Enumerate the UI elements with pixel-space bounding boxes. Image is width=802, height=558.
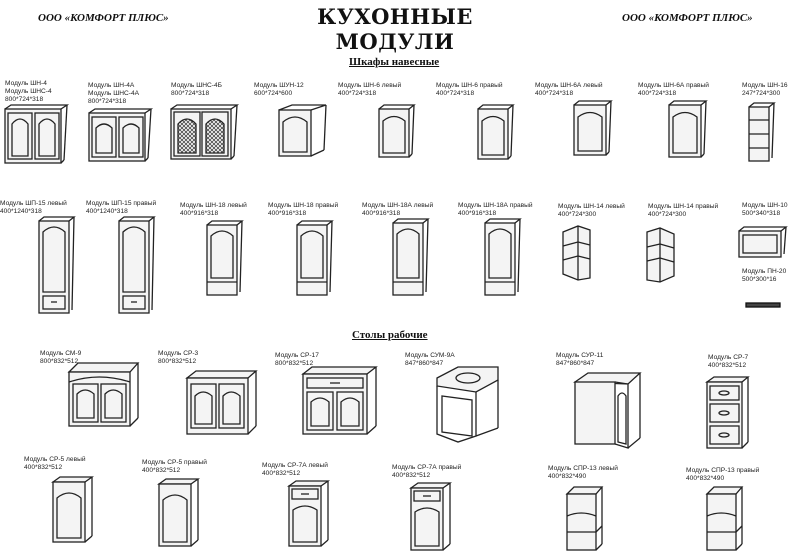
module-label-sur-11: Модуль СУР-11 847*860*847 bbox=[556, 352, 604, 367]
module-image-sm-9 bbox=[67, 362, 140, 427]
section-title-base-cabinets: Столы рабочие bbox=[352, 329, 428, 341]
module-image-shp-15-right bbox=[118, 216, 156, 314]
module-label-pn-20: Модуль ПН-20 500*300*16 bbox=[742, 268, 787, 283]
page-title: КУХОННЫЕ МОДУЛИ bbox=[317, 4, 473, 54]
module-image-sr-17 bbox=[301, 366, 378, 435]
module-label-sum-9a: Модуль СУМ-9А 847*860*847 bbox=[405, 352, 455, 367]
module-image-shn-18a-left bbox=[392, 218, 430, 296]
module-image-shn-6a-left bbox=[573, 100, 613, 156]
module-label-sr-7a-left: Модуль СР-7А левый 400*832*512 bbox=[262, 462, 328, 477]
module-label-shn-18-left: Модуль ШН-18 левый 400*916*318 bbox=[180, 202, 247, 217]
module-label-shn-16: Модуль ШН-16 247*724*300 bbox=[742, 82, 788, 97]
module-image-shn-18-left bbox=[206, 220, 244, 296]
module-label-shn-6a-right: Модуль ШН-6А правый 400*724*318 bbox=[638, 82, 709, 97]
module-label-sr-7a-right: Модуль СР-7А правый 400*832*512 bbox=[392, 464, 462, 479]
module-label-shn-4: Модуль ШН-4 Модуль ШНС-4 800*724*318 bbox=[5, 80, 52, 103]
module-image-sr-7 bbox=[704, 376, 750, 449]
module-label-shn-6a-left: Модуль ШН-6А левый 400*724*318 bbox=[535, 82, 603, 97]
module-image-shn-14-right bbox=[646, 227, 675, 283]
module-label-sr-5-left: Модуль СР-5 левый 400*832*512 bbox=[24, 456, 86, 471]
module-image-shn-10 bbox=[738, 226, 788, 258]
module-image-spr-13-right bbox=[705, 486, 744, 551]
section-title-wall-cabinets: Шкафы навесные bbox=[349, 56, 440, 68]
module-image-shn-14-left bbox=[562, 225, 591, 281]
module-image-spr-13-left bbox=[565, 486, 604, 551]
module-label-shp-15-right: Модуль ШП-15 правый 400*1240*318 bbox=[86, 200, 157, 215]
module-label-shn-14-right: Модуль ШН-14 правый 400*724*300 bbox=[648, 203, 719, 218]
module-image-sr-5-right bbox=[156, 478, 201, 547]
module-image-sum-9a bbox=[436, 366, 499, 443]
module-label-shn-18a-left: Модуль ШН-18А левый 400*916*318 bbox=[362, 202, 434, 217]
module-label-shn-14-left: Модуль ШН-14 левый 400*724*300 bbox=[558, 203, 625, 218]
module-label-shn-18a-right: Модуль ШН-18А правый 400*916*318 bbox=[458, 202, 533, 217]
module-image-shn-6-right bbox=[477, 104, 515, 160]
module-image-shun-12 bbox=[278, 104, 327, 157]
module-image-shn-18-right bbox=[296, 220, 334, 296]
module-image-pn-20 bbox=[745, 302, 781, 308]
module-label-shn-6-left: Модуль ШН-6 левый 400*724*318 bbox=[338, 82, 402, 97]
module-image-shn-16 bbox=[748, 102, 776, 162]
module-label-sr-17: Модуль СР-17 800*832*512 bbox=[275, 352, 319, 367]
module-label-sr-7: Модуль СР-7 400*832*512 bbox=[708, 354, 749, 369]
module-label-shn-10: Модуль ШН-10 500*340*318 bbox=[742, 202, 788, 217]
module-label-spr-13-left: Модуль СПР-13 левый 400*832*490 bbox=[548, 465, 618, 480]
module-image-sr-5-left bbox=[50, 476, 95, 543]
module-label-shun-12: Модуль ШУН-12 600*724*600 bbox=[254, 82, 304, 97]
module-image-shn-6-left bbox=[378, 104, 416, 158]
module-label-shp-15-left: Модуль ШП-15 левый 400*1240*318 bbox=[0, 200, 67, 215]
module-label-shns-4b: Модуль ШНС-4Б 800*724*318 bbox=[171, 82, 222, 97]
module-image-shn-4a bbox=[88, 108, 154, 162]
module-image-sr-7a-left bbox=[286, 480, 331, 547]
company-name-right: ООО «КОМФОРТ ПЛЮС» bbox=[622, 12, 753, 24]
module-image-sr-7a-right bbox=[408, 482, 453, 551]
module-image-shn-6a-right bbox=[668, 100, 708, 158]
module-label-shn-6-right: Модуль ШН-6 правый 400*724*318 bbox=[436, 82, 503, 97]
module-label-sm-9: Модуль СМ-9 800*832*512 bbox=[40, 350, 82, 365]
company-name-left: ООО «КОМФОРТ ПЛЮС» bbox=[38, 12, 169, 24]
module-image-sur-11 bbox=[573, 372, 642, 449]
module-image-shn-18a-right bbox=[484, 218, 522, 296]
module-image-sr-3 bbox=[185, 370, 258, 435]
module-label-sr-3: Модуль СР-3 800*832*512 bbox=[158, 350, 199, 365]
module-label-sr-5-right: Модуль СР-5 правый 400*832*512 bbox=[142, 459, 207, 474]
module-image-shp-15-left bbox=[38, 216, 76, 314]
module-label-shn-18-right: Модуль ШН-18 правый 400*916*318 bbox=[268, 202, 339, 217]
module-image-shn-4 bbox=[4, 104, 70, 164]
module-label-spr-13-right: Модуль СПР-13 правый 400*832*490 bbox=[686, 467, 760, 482]
module-image-shns-4b bbox=[170, 104, 240, 160]
module-label-shn-4a: Модуль ШН-4А Модуль ШНС-4А 800*724*318 bbox=[88, 82, 140, 105]
